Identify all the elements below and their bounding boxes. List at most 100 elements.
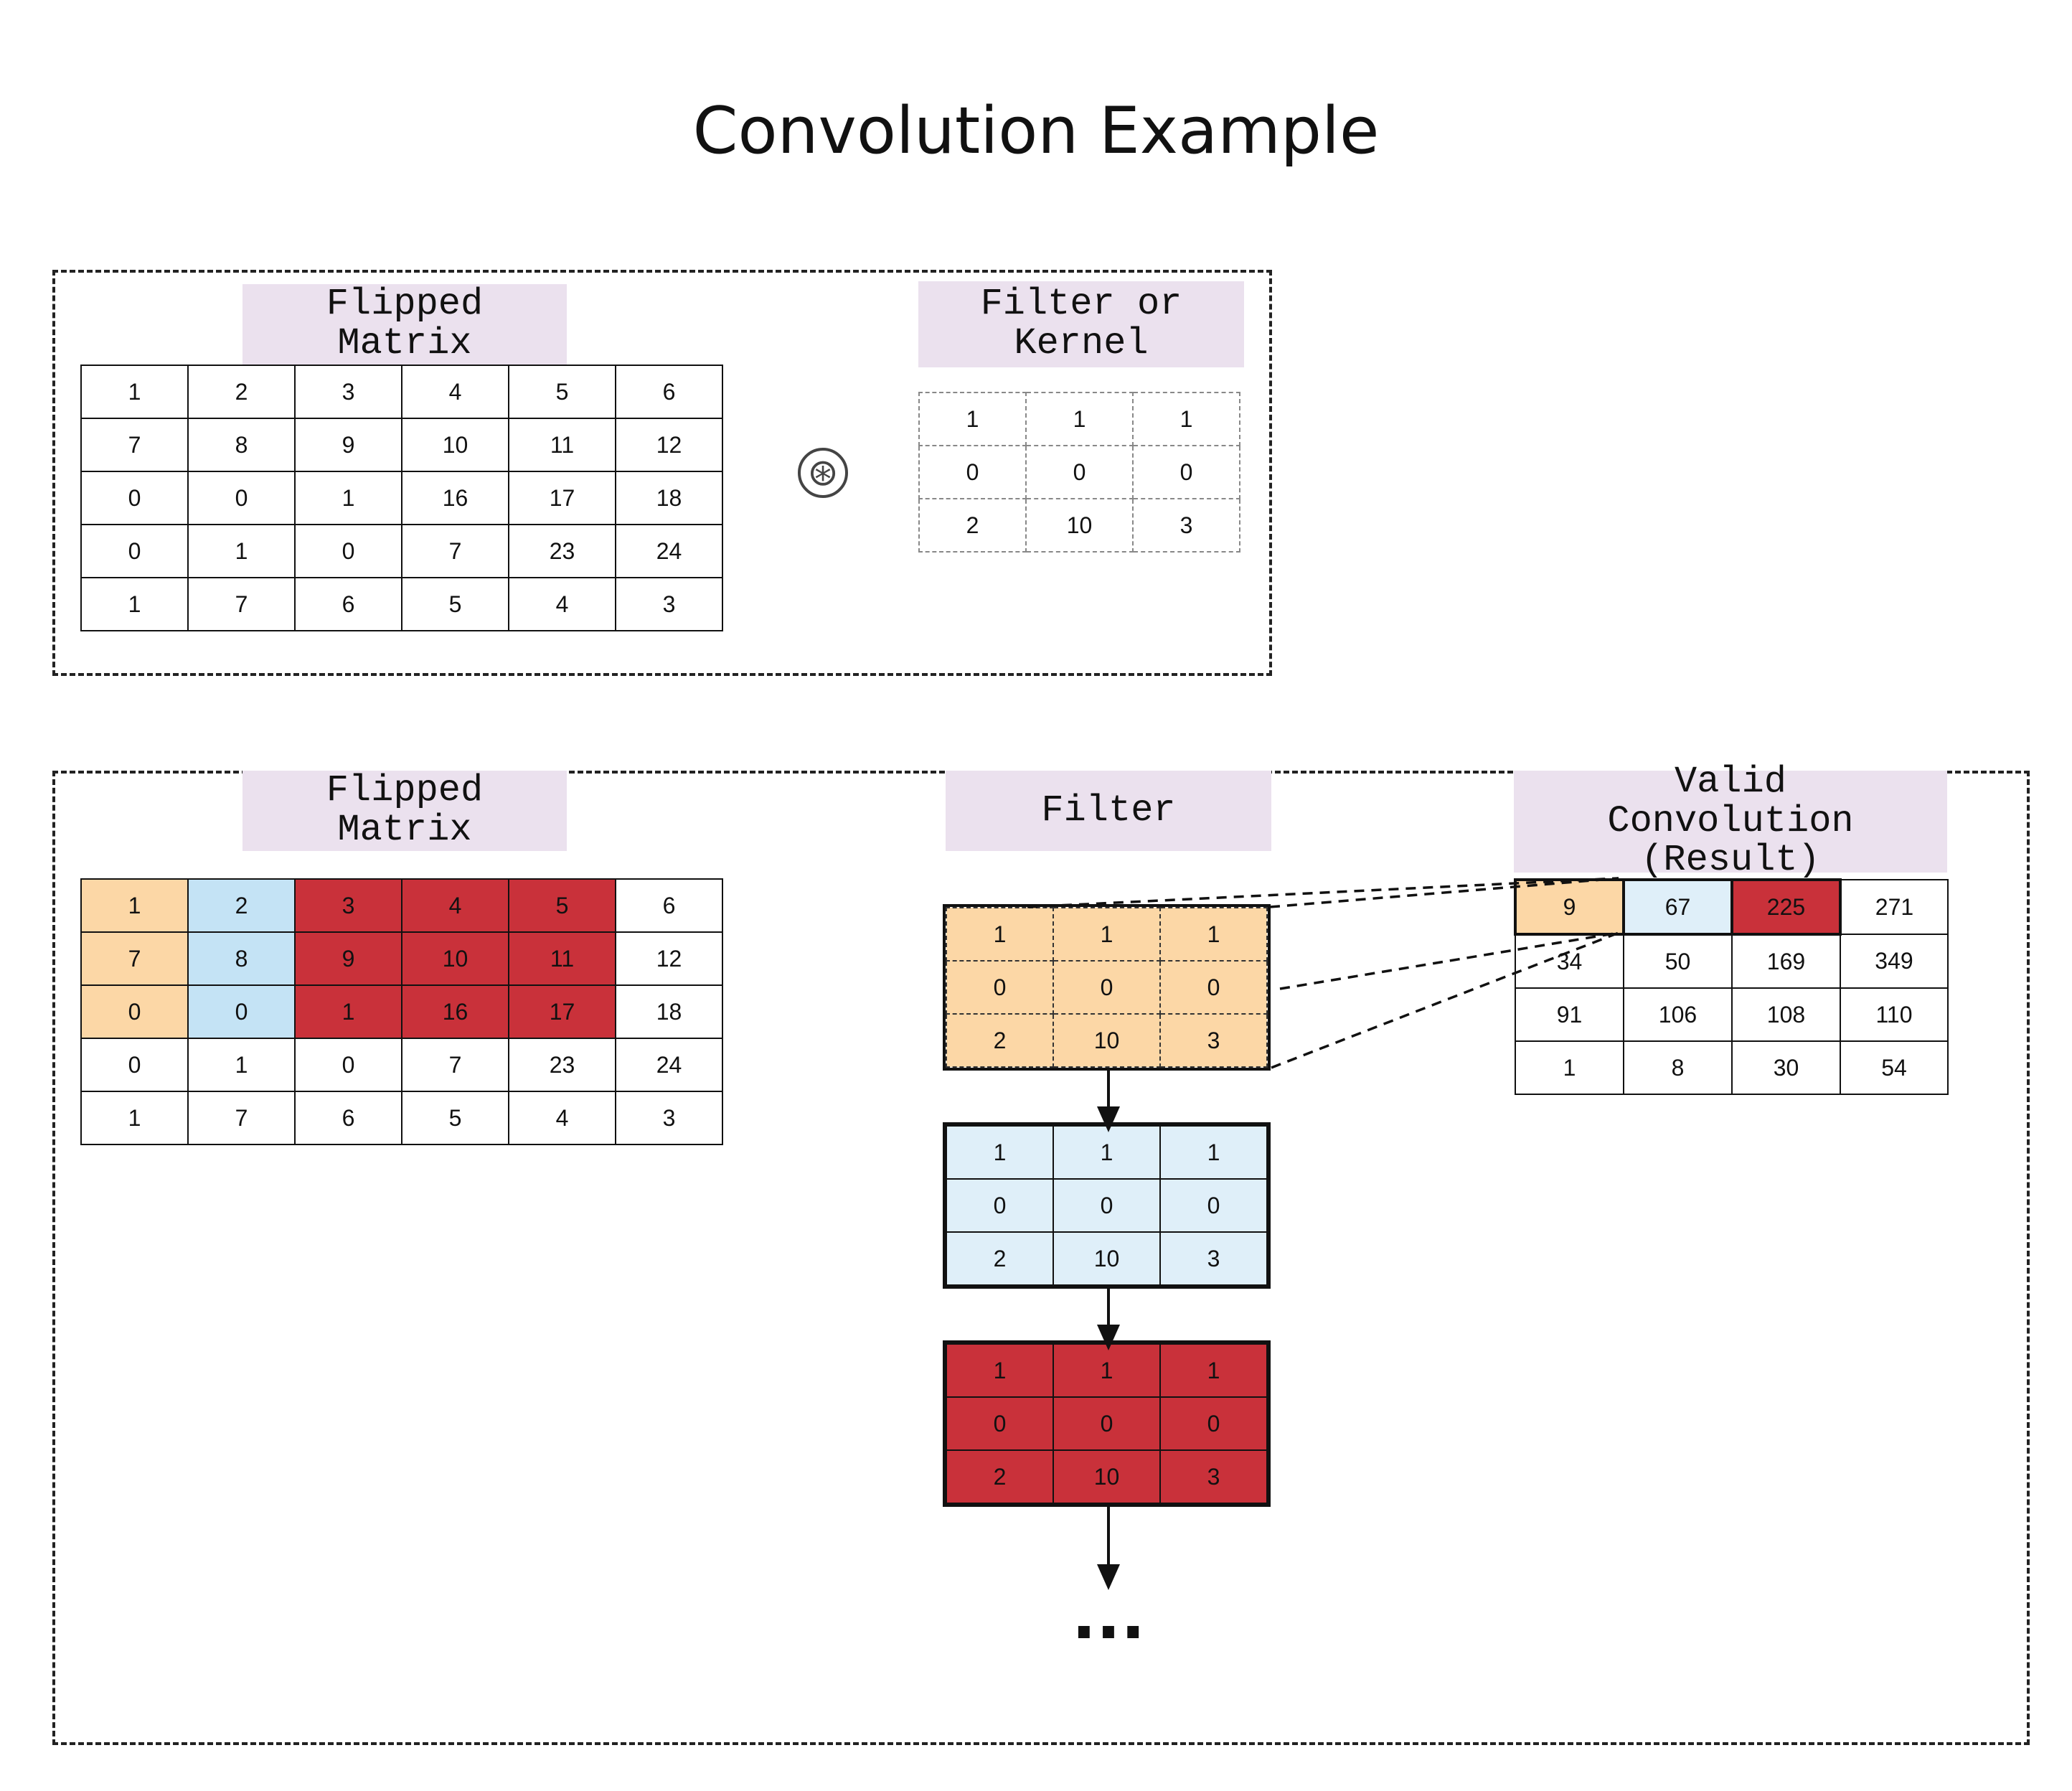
grid-cell: 2: [187, 365, 296, 419]
grid-cell: 30: [1731, 1040, 1841, 1095]
grid-cell: 8: [1623, 1040, 1733, 1095]
bottom-matrix-label: Flipped Matrix: [242, 771, 567, 851]
grid-cell: 3: [1159, 1449, 1268, 1504]
grid-cell: 0: [80, 1038, 189, 1092]
grid-cell: 3: [615, 577, 723, 631]
grid-cell: 1: [1132, 392, 1240, 446]
grid-cell: 10: [401, 931, 509, 986]
grid-cell: 1: [1053, 1125, 1161, 1180]
grid-cell: 4: [508, 1091, 616, 1145]
grid-cell: 1: [1025, 392, 1134, 446]
grid-cell: 0: [1159, 1178, 1268, 1233]
grid-cell: 7: [187, 1091, 296, 1145]
grid-cell: 3: [1159, 1013, 1268, 1068]
grid-cell: 7: [401, 1038, 509, 1092]
grid-cell: 9: [1514, 878, 1625, 936]
grid-cell: 0: [946, 1396, 1054, 1451]
grid-cell: 3: [1159, 1231, 1268, 1286]
grid-cell: 24: [615, 524, 723, 578]
grid-cell: 18: [615, 471, 723, 525]
grid-cell: 3: [294, 878, 402, 933]
grid-cell: 4: [401, 365, 509, 419]
grid-cell: 9: [294, 931, 402, 986]
grid-cell: 6: [294, 1091, 402, 1145]
grid-cell: 1: [1053, 1343, 1161, 1398]
grid-cell: 1: [294, 984, 402, 1039]
projection-line-bottom: [1271, 931, 1619, 1069]
grid-cell: 1: [1053, 907, 1161, 962]
grid-cell: 1: [1159, 1343, 1268, 1398]
grid-cell: 225: [1730, 878, 1842, 936]
grid-cell: 11: [508, 931, 616, 986]
grid-cell: 4: [401, 878, 509, 933]
top-kernel-label: Filter or Kernel: [918, 281, 1244, 367]
grid-cell: 3: [1132, 498, 1240, 553]
grid-cell: 0: [1159, 960, 1268, 1015]
grid-cell: 2: [918, 498, 1027, 553]
grid-cell: 1: [80, 577, 189, 631]
grid-cell: 34: [1515, 934, 1624, 989]
result-label: Valid Convolution (Result): [1514, 762, 1947, 880]
grid-cell: 10: [1025, 498, 1134, 553]
grid-cell: 6: [294, 577, 402, 631]
grid-cell: 12: [615, 931, 723, 986]
grid-cell: 5: [401, 1091, 509, 1145]
grid-cell: 17: [508, 984, 616, 1039]
grid-cell: 10: [401, 418, 509, 472]
grid-cell: 5: [401, 577, 509, 631]
grid-cell: 1: [1515, 1040, 1624, 1095]
grid-cell: 23: [508, 524, 616, 578]
grid-cell: 91: [1515, 987, 1624, 1042]
grid-cell: 0: [294, 1038, 402, 1092]
bottom-filter-label: Filter: [946, 771, 1271, 851]
grid-cell: 5: [508, 365, 616, 419]
grid-cell: 4: [508, 577, 616, 631]
grid-cell: 2: [946, 1449, 1054, 1504]
grid-cell: 24: [615, 1038, 723, 1092]
grid-cell: 7: [187, 577, 296, 631]
grid-cell: 8: [187, 931, 296, 986]
grid-cell: 6: [615, 365, 723, 419]
grid-cell: 23: [508, 1038, 616, 1092]
grid-cell: 0: [946, 960, 1054, 1015]
grid-cell: 0: [1053, 1178, 1161, 1233]
grid-cell: 0: [294, 524, 402, 578]
grid-cell: 1: [80, 365, 189, 419]
grid-cell: 271: [1840, 879, 1949, 935]
projection-line-top-2: [1269, 877, 1619, 908]
grid-cell: 0: [946, 1178, 1054, 1233]
grid-cell: 0: [80, 524, 189, 578]
grid-cell: 7: [80, 931, 189, 986]
grid-cell: 3: [294, 365, 402, 419]
grid-cell: 17: [508, 471, 616, 525]
top-matrix-label: Flipped Matrix: [242, 284, 567, 365]
grid-cell: 0: [1053, 960, 1161, 1015]
grid-cell: 50: [1623, 934, 1733, 989]
grid-cell: 1: [1159, 1125, 1268, 1180]
